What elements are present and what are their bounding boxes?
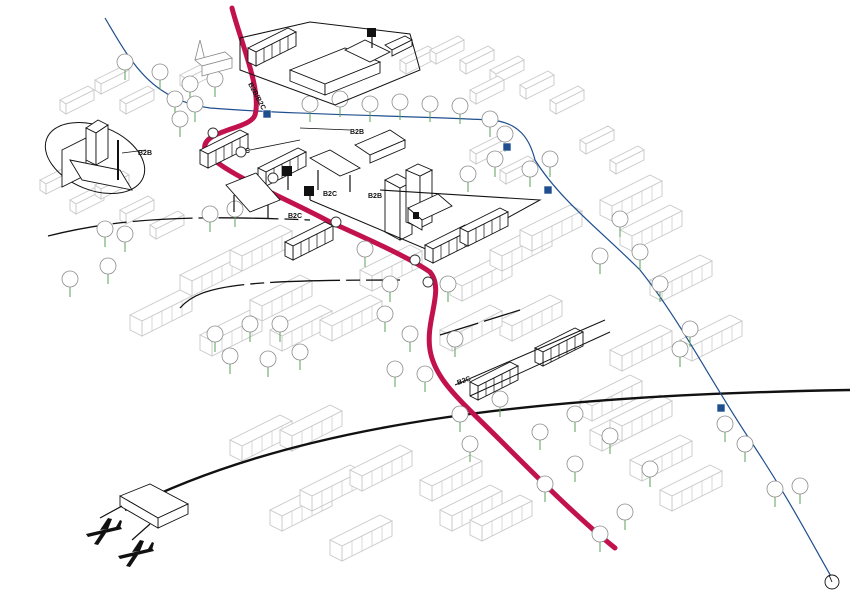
- label-b2b-factory: B2B: [138, 150, 152, 157]
- station-area: [199, 127, 406, 261]
- label-b2b-towers: B2B: [368, 193, 382, 200]
- airplane-icon: [118, 540, 154, 567]
- south-warehouses: [454, 319, 611, 401]
- label-b2c-lower: B2C: [288, 213, 302, 220]
- airport-terminal: [99, 483, 190, 541]
- label-b2b-warehouse: B2B: [350, 129, 364, 136]
- rail-lines: [47, 217, 851, 512]
- label-b2c-depot: B2C: [323, 191, 337, 198]
- church: [194, 39, 233, 77]
- bus-stop-icon: [304, 186, 314, 196]
- transit-stops: [262, 109, 726, 413]
- route-nodes: [207, 127, 434, 288]
- residential-buildings: [39, 35, 743, 562]
- delivery-route: [202, 5, 618, 551]
- compass-icon: [824, 574, 840, 590]
- airplane-icon: [86, 518, 122, 545]
- tower-district: [309, 163, 542, 264]
- label-b2c-south: B2C: [456, 376, 472, 387]
- distribution-campus: [239, 21, 421, 106]
- signpost-icon: [367, 28, 376, 37]
- factory-district: [44, 119, 147, 194]
